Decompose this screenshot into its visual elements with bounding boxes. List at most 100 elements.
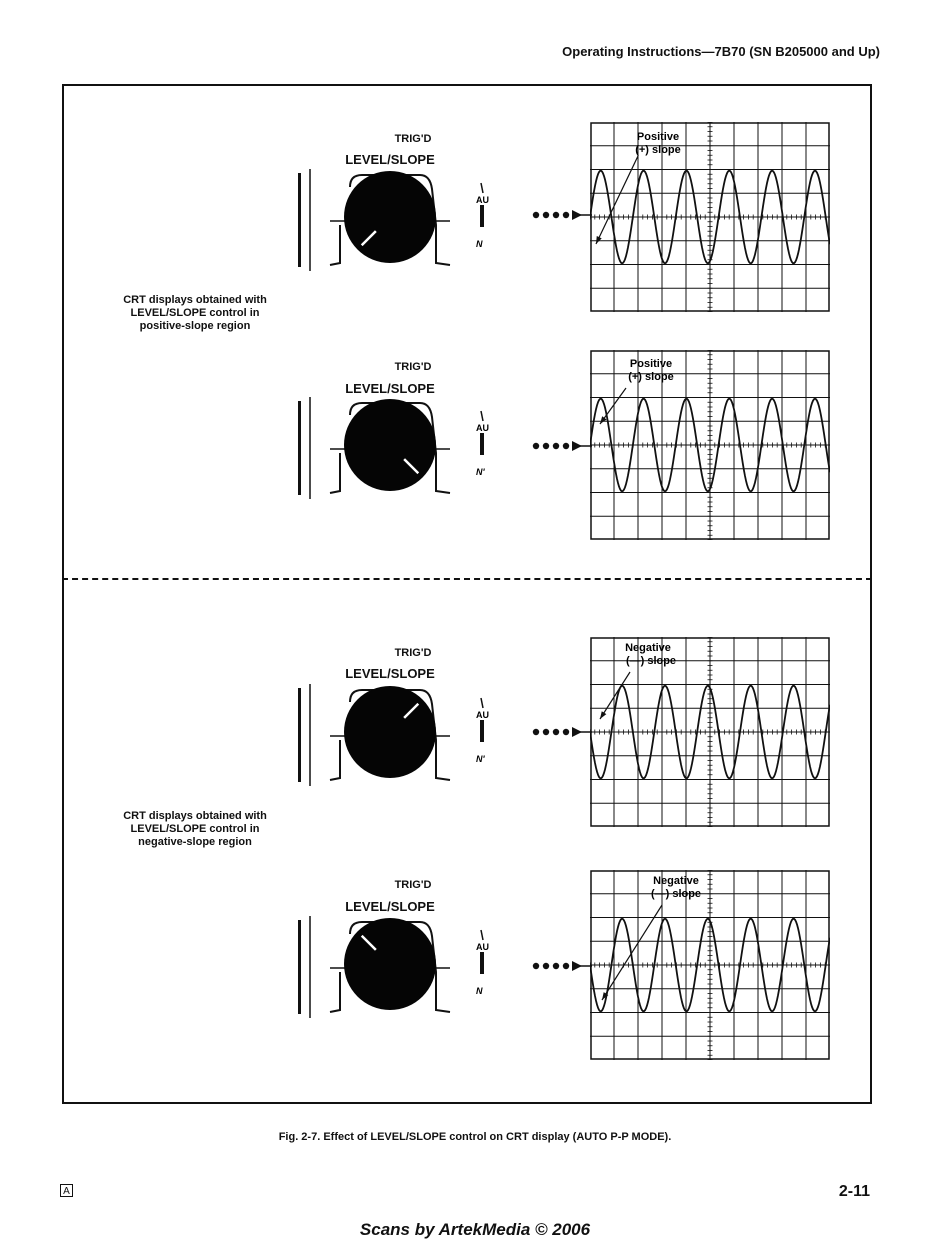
waveform-trace	[590, 397, 830, 493]
corner-mark: A	[60, 1184, 73, 1197]
panel-edge-mark	[298, 688, 301, 782]
knob-bezel	[329, 402, 451, 494]
slope-arrow	[599, 671, 631, 720]
mode-label-norm: N'	[476, 754, 485, 764]
mode-label-norm: N	[476, 239, 483, 249]
dot	[552, 211, 560, 219]
section-label-positive: CRT displays obtained with LEVEL/SLOPE c…	[123, 294, 267, 332]
mode-switch-tick	[480, 929, 484, 941]
slope-label-line-1: Negative	[653, 875, 699, 887]
knob-pointer	[403, 458, 420, 475]
waveform-trace	[590, 684, 830, 780]
dot	[542, 211, 550, 219]
level-slope-knob[interactable]: AU N'	[290, 393, 490, 503]
section-divider	[62, 578, 872, 580]
scan-credit: Scans by ArtekMedia © 2006	[359, 1220, 591, 1239]
dot	[532, 962, 540, 970]
slope-label-line-1: Negative	[625, 642, 671, 654]
waveform-trace	[590, 917, 830, 1013]
dot	[542, 962, 550, 970]
dot	[562, 728, 570, 736]
pointer-dots	[532, 441, 592, 451]
knob-bezel	[329, 921, 451, 1013]
waveform-trace	[590, 169, 830, 265]
graticule	[590, 350, 830, 540]
slope-arrow-head	[600, 416, 607, 424]
knob-body	[344, 918, 436, 1010]
dot	[562, 211, 570, 219]
figure-frame	[62, 84, 872, 1104]
mode-label-norm: N'	[476, 467, 485, 477]
slope-label-line-2: (—) slope	[651, 888, 701, 900]
page-number: 2-11	[838, 1183, 870, 1200]
knob-title-2: LEVEL/SLOPE	[345, 381, 435, 396]
figure-caption: Fig. 2-7. Effect of LEVEL/SLOPE control …	[278, 1131, 672, 1143]
pointer-dots	[532, 727, 592, 737]
mode-switch-tick	[480, 182, 484, 194]
graticule	[590, 870, 830, 1060]
crt-display: Positive(+) slope	[590, 122, 830, 312]
panel-edge-mark	[298, 173, 301, 267]
mode-label-auto: AU	[476, 423, 489, 433]
dot-arrow-head	[572, 727, 582, 737]
slope-arrow-head	[596, 236, 602, 244]
knob-pointer	[403, 702, 420, 719]
dot-arrow-head	[572, 441, 582, 451]
knob-title-2: LEVEL/SLOPE	[345, 899, 435, 914]
knob-title-2: LEVEL/SLOPE	[345, 666, 435, 681]
dot-arrow-head	[572, 210, 582, 220]
pointer-dots	[532, 210, 592, 220]
dot	[552, 442, 560, 450]
crt-display: Negative(—) slope	[590, 870, 830, 1060]
graticule	[590, 637, 830, 827]
dot	[532, 728, 540, 736]
level-slope-knob[interactable]: AU N'	[290, 680, 490, 790]
mode-switch-indicator	[480, 205, 484, 227]
graticule	[590, 122, 830, 312]
dot	[552, 962, 560, 970]
crt-display: Positive(+) slope	[590, 350, 830, 540]
mode-label-auto: AU	[476, 710, 489, 720]
knob-body	[344, 399, 436, 491]
panel-edge-mark	[298, 920, 301, 1014]
dot	[532, 211, 540, 219]
slope-label-line-2: (+) slope	[635, 144, 681, 156]
slope-label-line-2: (+) slope	[628, 371, 674, 383]
slope-arrow-head	[602, 992, 609, 1000]
mode-label-norm: N	[476, 986, 483, 996]
level-slope-knob[interactable]: AU N	[290, 912, 490, 1022]
dot	[562, 442, 570, 450]
knob-title-1: TRIG'D	[394, 361, 432, 373]
dot	[542, 728, 550, 736]
knob-title-1: TRIG'D	[394, 133, 432, 145]
level-slope-knob[interactable]: AU N	[290, 165, 490, 275]
knob-pointer	[360, 230, 377, 247]
crt-display: Negative(—) slope	[590, 637, 830, 827]
mode-switch-indicator	[480, 720, 484, 742]
knob-title-1: TRIG'D	[394, 647, 432, 659]
knob-body	[344, 686, 436, 778]
slope-label-line-1: Positive	[630, 358, 672, 370]
knob-title-1: TRIG'D	[394, 879, 432, 891]
mode-label-auto: AU	[476, 942, 489, 952]
panel-edge-mark	[298, 401, 301, 495]
slope-label-line-2: (—) slope	[626, 655, 676, 667]
dot-arrow-head	[572, 961, 582, 971]
mode-switch-indicator	[480, 433, 484, 455]
knob-pointer	[360, 934, 377, 951]
dot	[532, 442, 540, 450]
mode-switch-tick	[480, 697, 484, 709]
slope-arrow	[595, 155, 639, 245]
knob-body	[344, 171, 436, 263]
slope-arrow-head	[600, 711, 607, 719]
knob-bezel	[329, 689, 451, 781]
mode-switch-tick	[480, 410, 484, 422]
knob-bezel	[329, 174, 451, 266]
dot	[552, 728, 560, 736]
slope-label-line-1: Positive	[637, 131, 679, 143]
dot	[542, 442, 550, 450]
running-header: Operating Instructions—7B70 (SN B205000 …	[562, 44, 880, 59]
mode-label-auto: AU	[476, 195, 489, 205]
section-label-negative: CRT displays obtained with LEVEL/SLOPE c…	[123, 810, 267, 848]
pointer-dots	[532, 961, 592, 971]
